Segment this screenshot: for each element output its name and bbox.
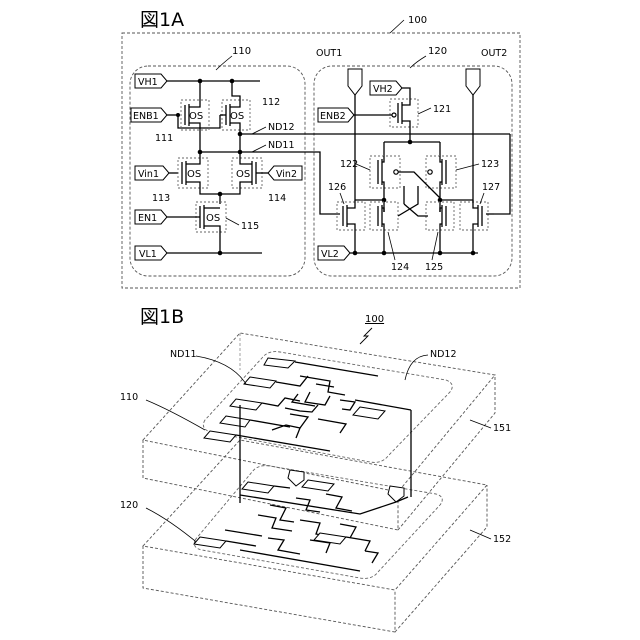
ref-123: 123: [481, 159, 499, 170]
svg-text:VL1: VL1: [139, 249, 157, 260]
terminal-enb1: ENB1: [131, 108, 167, 122]
ref-115: 115: [241, 221, 259, 232]
svg-text:OS: OS: [189, 111, 203, 122]
svg-text:OS: OS: [236, 169, 250, 180]
box-120: [314, 66, 512, 276]
ref-120: 120: [428, 46, 447, 57]
label-nd12-b: ND12: [430, 349, 457, 360]
terminal-en1: EN1: [135, 210, 167, 224]
svg-text:OS: OS: [206, 213, 220, 224]
arrow-100: [360, 328, 372, 344]
ref-126: 126: [328, 182, 346, 193]
svg-text:Vin2: Vin2: [276, 169, 297, 180]
transistor-114: OS: [220, 152, 262, 194]
label-out2: OUT2: [481, 48, 507, 59]
transistor-112: OS: [220, 81, 250, 134]
fig1b-title: 図1B: [140, 306, 184, 328]
transistor-115: OS: [196, 202, 226, 253]
layer-152: [143, 440, 487, 632]
ref-100: 100: [408, 15, 427, 26]
transistor-113: OS: [178, 152, 220, 194]
terminal-out1: [348, 69, 362, 95]
ref-127: 127: [482, 182, 500, 193]
label-out1: OUT1: [316, 48, 342, 59]
leader-100: [390, 20, 404, 33]
transistor-123: [426, 156, 456, 200]
terminal-vl1: VL1: [135, 246, 167, 260]
terminal-enb2: ENB2: [318, 108, 354, 122]
svg-text:VH1: VH1: [138, 77, 158, 88]
terminal-vin2: Vin2: [268, 166, 302, 180]
transistor-125: [426, 202, 454, 253]
ref-121: 121: [433, 104, 451, 115]
ref-152: 152: [493, 534, 511, 545]
ref-124: 124: [391, 262, 409, 273]
svg-text:EN1: EN1: [138, 213, 157, 224]
ref-112: 112: [262, 97, 280, 108]
svg-text:OS: OS: [230, 111, 244, 122]
svg-text:VH2: VH2: [373, 84, 393, 95]
svg-text:VL2: VL2: [321, 249, 339, 260]
terminal-vl2: VL2: [318, 246, 350, 260]
ref-110-b: 110: [120, 392, 138, 403]
ref-120-b: 120: [120, 500, 138, 511]
circuit-120-perspective: [194, 470, 404, 571]
svg-text:OS: OS: [187, 169, 201, 180]
ref-151: 151: [493, 423, 511, 434]
ref-125: 125: [425, 262, 443, 273]
svg-text:ENB1: ENB1: [133, 111, 159, 122]
svg-text:Vin1: Vin1: [138, 169, 159, 180]
transistor-124: [366, 202, 398, 253]
ref-100-b: 100: [365, 314, 384, 325]
ref-114: 114: [268, 193, 286, 204]
fig1a-title: 図1A: [140, 9, 184, 31]
terminal-vh2: VH2: [370, 81, 402, 95]
transistor-127: [460, 200, 494, 253]
leader-110: [216, 56, 232, 70]
transistor-126: [337, 200, 365, 253]
circuit-110-perspective: [204, 358, 385, 451]
label-nd11-b: ND11: [170, 349, 197, 360]
svg-text:ENB2: ENB2: [320, 111, 346, 122]
label-nd11: ND11: [268, 140, 295, 151]
ref-111: 111: [155, 133, 173, 144]
transistor-122: [370, 156, 400, 200]
terminal-vh1: VH1: [135, 74, 167, 88]
ref-113: 113: [152, 193, 170, 204]
terminal-vin1: Vin1: [135, 166, 169, 180]
terminal-out2: [466, 69, 480, 95]
ref-110: 110: [232, 46, 251, 57]
transistor-121: [390, 98, 418, 142]
transistor-111: OS: [181, 81, 209, 148]
label-nd12: ND12: [268, 122, 295, 133]
